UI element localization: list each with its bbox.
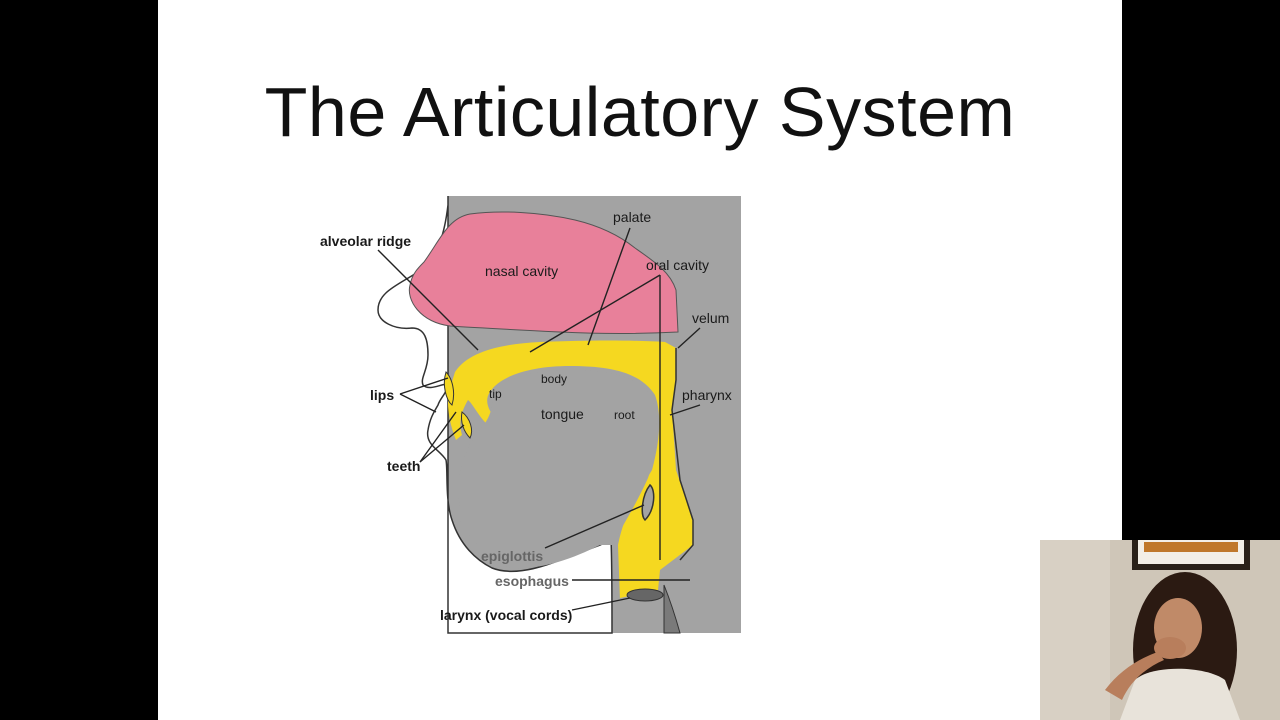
nasal-cavity-region (408, 211, 679, 334)
lips-shape (443, 371, 455, 406)
leader-lines (377, 227, 701, 611)
articulatory-diagram: alveolar ridge palate nasal cavity oral … (320, 196, 741, 634)
label-alveolar-ridge: alveolar ridge (320, 233, 411, 249)
label-body: body (541, 372, 567, 386)
trachea-shape (663, 584, 681, 634)
pharynx-wall (671, 348, 694, 561)
label-esophagus: esophagus (495, 573, 569, 589)
presenter-webcam (1040, 540, 1280, 720)
label-oral-cavity: oral cavity (646, 257, 709, 273)
slide-title: The Articulatory System (264, 73, 1016, 151)
presenter-video-icon (1040, 540, 1280, 720)
label-root: root (614, 408, 635, 422)
label-pharynx: pharynx (682, 387, 732, 403)
label-tip: tip (489, 387, 502, 401)
tongue-region (458, 370, 657, 569)
epiglottis-shape (641, 483, 655, 522)
airway-region (448, 340, 693, 600)
label-epiglottis: epiglottis (481, 548, 543, 564)
larynx-shape (626, 588, 664, 602)
label-tongue: tongue (541, 406, 584, 422)
label-teeth: teeth (387, 458, 420, 474)
label-larynx: larynx (vocal cords) (440, 607, 572, 623)
label-lips: lips (370, 387, 394, 403)
label-velum: velum (692, 310, 729, 326)
teeth-shape (461, 411, 473, 439)
label-nasal-cavity: nasal cavity (485, 263, 558, 279)
label-palate: palate (613, 209, 651, 225)
